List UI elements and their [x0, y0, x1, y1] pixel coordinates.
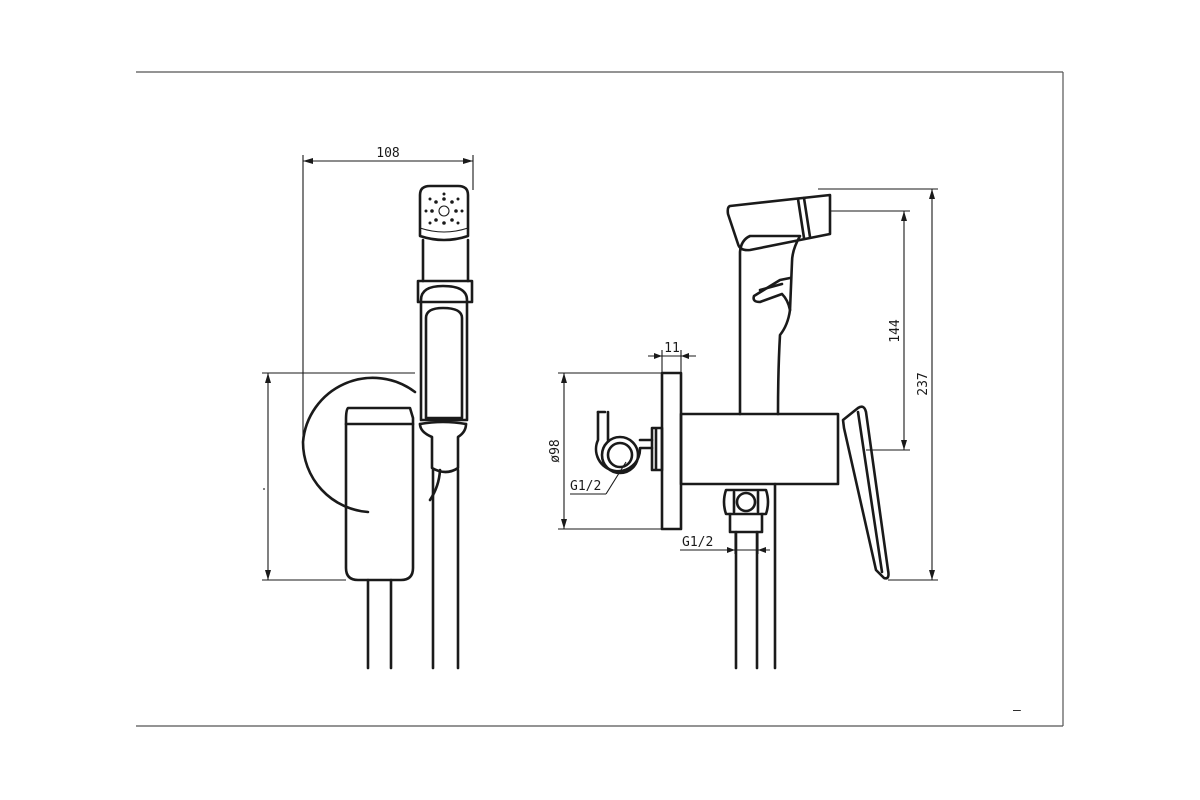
front-view: 108 [262, 146, 474, 670]
sheet-frame [136, 71, 1064, 727]
front-holder [418, 422, 468, 474]
front-hose [431, 468, 460, 670]
front-sprayer-grip [419, 284, 469, 422]
dim-flange-height [262, 372, 415, 581]
side-wall-flange [660, 371, 683, 531]
dim-width-108 [302, 155, 474, 440]
dim-label-thickness: 11 [664, 341, 680, 356]
front-lever-handle [344, 406, 415, 582]
leader-inlet-thread [570, 461, 627, 495]
dim-label-diameter: ø98 [548, 439, 563, 462]
front-sprayer-collar [416, 279, 474, 304]
dim-height-144 [830, 210, 910, 451]
side-valve-body [679, 412, 840, 486]
dim-label-144: 144 [888, 319, 903, 343]
dim-label-width: 108 [376, 146, 399, 161]
dim-flange-thickness [648, 350, 696, 373]
side-hose-nut [722, 488, 770, 516]
label-hose-thread: G1/2 [682, 535, 713, 550]
nozzle-jets [424, 192, 464, 225]
side-view: 11 ø98 G1/2 G1/2 [548, 188, 938, 670]
front-sprayer-neck [421, 238, 470, 283]
front-outlet-pipe [366, 578, 393, 670]
side-sprayer-body [738, 234, 802, 416]
side-lever [841, 405, 890, 580]
front-nozzle-head [418, 184, 470, 242]
label-inlet-thread: G1/2 [570, 479, 601, 494]
side-hose [734, 482, 777, 670]
dim-hose-thread [680, 532, 770, 554]
dim-height-237 [818, 188, 938, 581]
dim-label-237: 237 [916, 372, 931, 395]
side-sprayer-head [726, 193, 832, 252]
side-inlet-thread [650, 426, 664, 472]
side-trigger [752, 276, 792, 312]
corner-mark: — [1013, 703, 1021, 718]
front-wall-flange [301, 376, 417, 514]
dim-flange-diameter [558, 372, 662, 530]
